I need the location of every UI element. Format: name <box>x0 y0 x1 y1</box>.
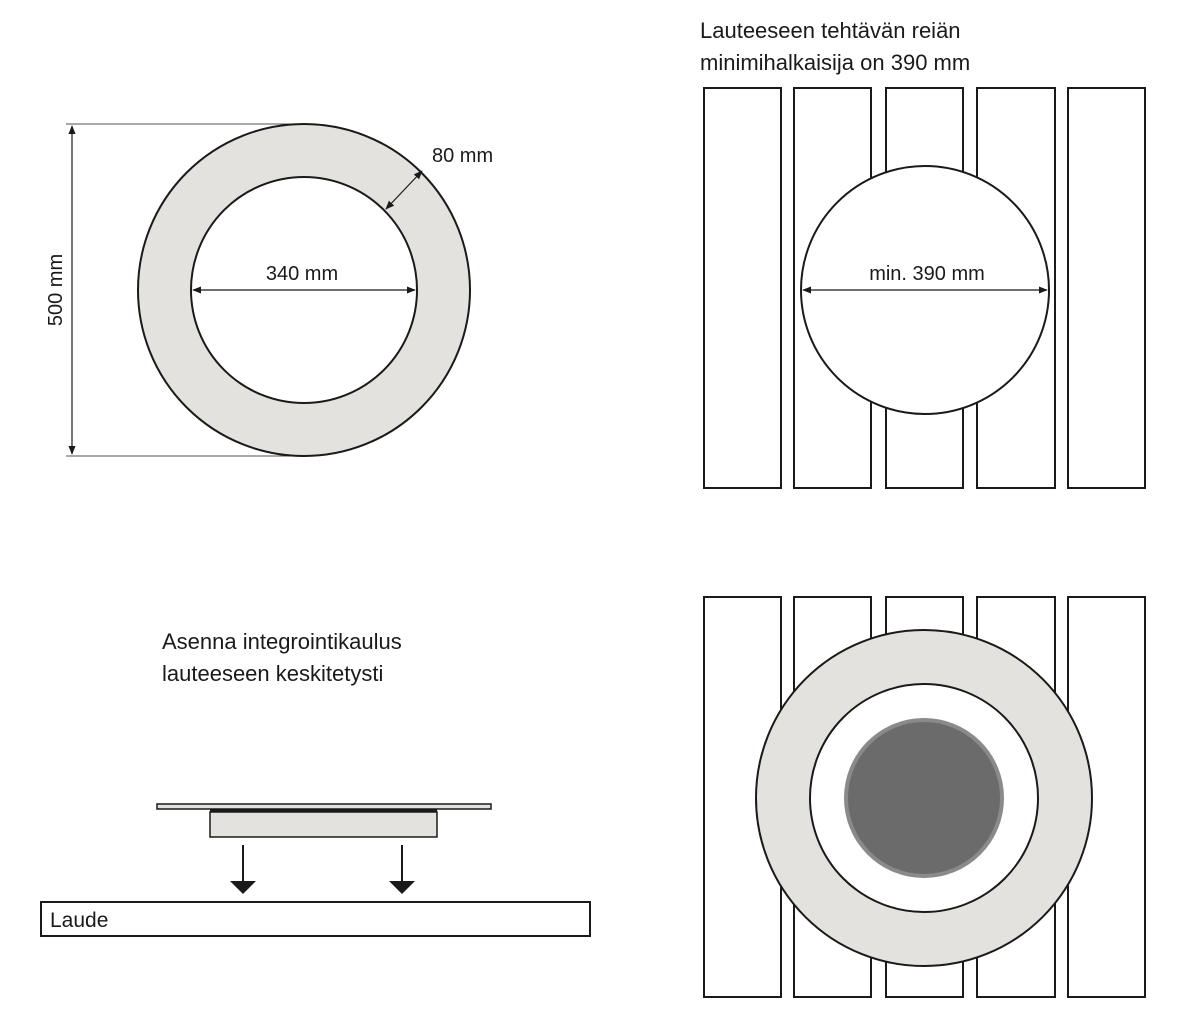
down-arrow-left-icon <box>230 881 256 894</box>
stove-top <box>844 718 1004 878</box>
installed-top-view <box>703 596 1146 998</box>
bench-hole-diagram: Lauteeseen tehtävän reiän minimihalkaisi… <box>700 18 1146 489</box>
ring-width-dimension-line <box>385 170 423 210</box>
collar-ring-diagram: 500 mm 340 mm 80 mm <box>45 123 493 457</box>
ring-width-label: 80 mm <box>432 145 493 167</box>
bench-label: Laude <box>50 909 108 932</box>
collar-flange <box>156 803 492 810</box>
bench-slat-1 <box>703 87 782 489</box>
hole-caption-line-2: minimihalkaisija on 390 mm <box>700 50 970 75</box>
hole-diameter-label: min. 390 mm <box>869 263 985 285</box>
hole-caption-line-1: Lauteeseen tehtävän reiän <box>700 18 961 43</box>
install-caption-line-1: Asenna integrointikaulus <box>162 629 402 654</box>
bench-board <box>40 901 591 937</box>
down-arrow-right-icon <box>389 881 415 894</box>
installation-diagram: Asenna integrointikaulus lauteeseen kesk… <box>40 629 591 937</box>
bench-slat-5 <box>1067 87 1146 489</box>
install-caption-line-2: lauteeseen keskitetysti <box>162 661 383 686</box>
outer-diameter-label: 500 mm <box>45 254 67 326</box>
inner-diameter-label: 340 mm <box>266 263 338 285</box>
collar-body <box>209 811 438 838</box>
